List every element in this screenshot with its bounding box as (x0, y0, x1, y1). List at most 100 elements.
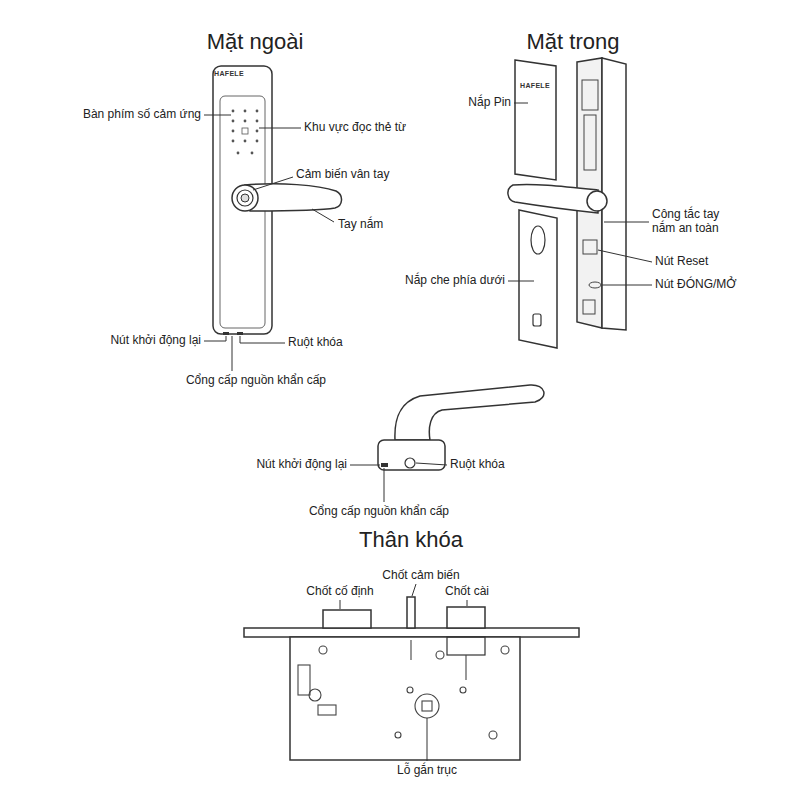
leader-line (350, 465, 380, 466)
section-heading: Mặt ngoài (207, 29, 304, 54)
spindle-hub (415, 694, 439, 718)
fingerprint-sensor (241, 194, 249, 202)
screw-hole (319, 646, 327, 654)
leader-line (602, 285, 652, 286)
key (237, 152, 240, 155)
key (256, 110, 259, 113)
leader-line (204, 336, 226, 341)
sensor-pin (407, 597, 415, 628)
fingerprint-ring (237, 190, 253, 206)
section-heading: Thân khóa (359, 527, 463, 552)
part-label: Ruột khóa (450, 458, 505, 472)
part-label: Nút khởi động lại (110, 334, 201, 348)
part-label: Nút khởi động lại (256, 458, 347, 472)
part-label: Nắp che phía dưới (405, 274, 505, 288)
handle-rose (232, 185, 258, 211)
part-label: Cổng cấp nguồn khẩn cấp (186, 374, 326, 388)
cylinder-mark (237, 332, 243, 335)
circuit (584, 115, 596, 170)
bottom-cover (519, 210, 557, 348)
back-plate (602, 58, 626, 330)
leader-line (514, 103, 528, 104)
brand-text: HAFELE (520, 82, 550, 90)
leader-line (259, 128, 301, 129)
side-base (378, 440, 445, 470)
sensor-rod (410, 640, 411, 660)
deadbolt (323, 610, 371, 628)
part-label: Công tắc tay nắm an toàn (652, 208, 742, 236)
brand-text: HAFELE (214, 70, 244, 78)
part-label: Khu vực đọc thẻ từ (304, 121, 406, 135)
spindle-hole (531, 226, 545, 254)
part-label: Tay nắm (338, 218, 383, 232)
part-label: Bàn phím số cảm ứng (83, 108, 201, 122)
leader-line (508, 281, 534, 282)
side-cylinder (405, 458, 415, 468)
key (232, 110, 235, 113)
side-port (381, 463, 388, 467)
screw-hole (489, 731, 497, 739)
key (256, 120, 259, 123)
leader-line (412, 584, 416, 596)
mortise-internals (298, 640, 509, 739)
side-leaders (350, 463, 447, 502)
reset-button (583, 240, 597, 254)
key (244, 140, 247, 143)
back-leaders (508, 103, 652, 285)
screw-hole (309, 689, 321, 701)
latch (447, 607, 485, 628)
leader-line (204, 115, 231, 116)
back-rose (587, 191, 607, 211)
bottom-part (583, 300, 595, 314)
part-label: Cổng cấp nguồn khẩn cấp (309, 505, 449, 519)
key (244, 110, 247, 113)
key (232, 130, 235, 133)
screw-hole (407, 687, 413, 693)
latch-rod (465, 655, 466, 680)
leader-line (604, 222, 649, 223)
part-label: Nắp Pin (468, 96, 511, 110)
part-label: Chốt cố định (306, 585, 373, 599)
key (256, 130, 259, 133)
key (244, 120, 247, 123)
leader-line (312, 209, 334, 222)
key (232, 140, 235, 143)
part-label: Chốt cài (445, 585, 489, 599)
part-label: Nút ĐÓNG/MỞ (655, 278, 737, 292)
leader-line (427, 718, 428, 761)
front-leaders (204, 115, 334, 371)
leader-line (416, 463, 447, 465)
key (232, 120, 235, 123)
lever-arm (298, 665, 310, 695)
side-lever (395, 385, 544, 440)
part-label: Chốt cảm biến (382, 569, 459, 583)
cylinder-hole (533, 314, 541, 326)
leader-line (232, 336, 233, 371)
leader-line (467, 600, 468, 606)
battery-slot (582, 80, 598, 110)
part-label: Cảm biến vân tay (296, 168, 389, 182)
back-lever (508, 184, 598, 213)
battery-cover (515, 60, 556, 180)
card-reader-mark (242, 128, 248, 134)
open-close-button (589, 282, 601, 288)
keypad (232, 110, 259, 155)
leader-line (253, 177, 293, 190)
part-label: Ruột khóa (288, 336, 343, 350)
leader-line (340, 600, 341, 609)
mortise-case (290, 637, 520, 760)
usb-port (223, 332, 229, 335)
mortise-leaders (340, 584, 467, 761)
section-heading: Mặt trong (527, 29, 620, 54)
part-label: Lỗ gắn trục (397, 764, 457, 778)
screw-hole (395, 732, 401, 738)
leader-line (384, 468, 385, 502)
screw-hole (436, 651, 444, 659)
latch-tail (447, 637, 485, 655)
front-panel (220, 96, 265, 328)
leader-line (598, 250, 652, 262)
face-plate (244, 628, 579, 637)
spindle-hole (422, 701, 432, 711)
screw-hole (460, 687, 466, 693)
slot (318, 705, 336, 715)
